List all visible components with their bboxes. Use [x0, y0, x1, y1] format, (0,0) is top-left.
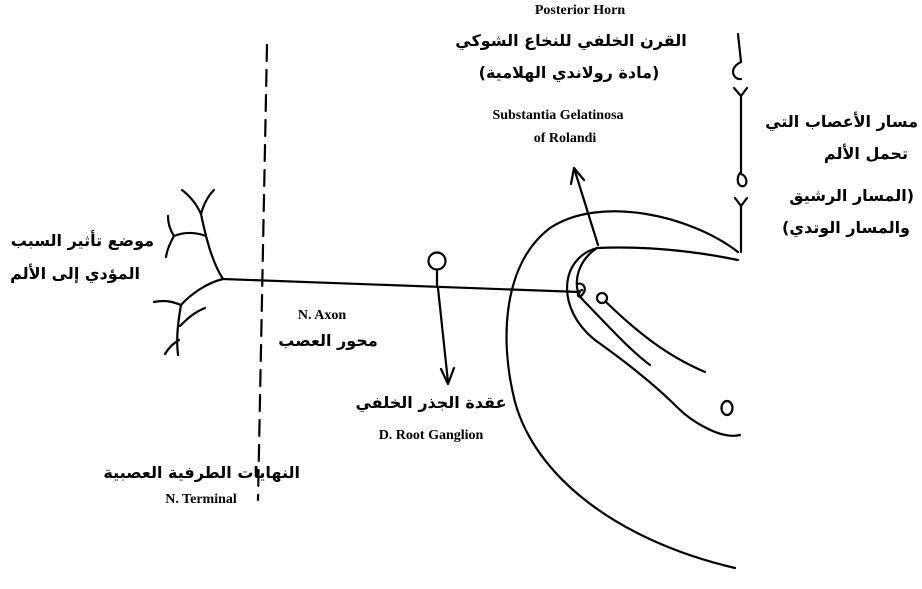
axon-en-label: N. Axon [282, 308, 362, 324]
posterior-horn-ar-label: القرن الخلفي للنخاع الشوكي [428, 32, 714, 50]
substantia-ar-label: (مادة رولاندي الهلامية) [432, 64, 706, 82]
terminal-ar-label: النهايات الطرفية العصبية [110, 464, 300, 482]
pain-path-ar-label-line4: والمسار الوتدي) [748, 219, 910, 237]
substantia-en-label-line2: of Rolandi [505, 131, 625, 147]
axon-ar-label: محور العصب [268, 332, 388, 350]
substantia-gelatinosa-cap [577, 248, 650, 365]
pain-site-ar-label-line1: موضع تأثير السبب [4, 232, 154, 250]
pain-site-ar-label-line2: المؤدي إلى الألم [10, 265, 140, 283]
terminal-en-label: N. Terminal [146, 492, 256, 508]
nerve-axon-line [223, 279, 580, 292]
ganglion-ar-label: عقدة الجذر الخلفي [348, 394, 514, 412]
ascending-pain-tract [733, 34, 747, 252]
substantia-en-label-line1: Substantia Gelatinosa [468, 108, 648, 124]
pain-path-ar-label-line3: (المسار الرشيق [748, 187, 914, 205]
pain-path-ar-label-line2: تحمل الألم [748, 145, 908, 163]
terminal-boundary-dashed-line [258, 45, 267, 500]
ganglion-en-label: D. Root Ganglion [355, 428, 507, 444]
substantia-arrow [574, 168, 598, 245]
nerve-terminal-branches [154, 190, 223, 355]
horn-neuron-lower [722, 401, 733, 415]
pain-path-ar-label-line1: مسار الأعصاب التي [748, 113, 918, 131]
ganglion-arrow [438, 288, 448, 382]
posterior-horn-en-label: Posterior Horn [500, 3, 660, 19]
ganglion-cell [429, 253, 446, 270]
spinal-cord-outline [507, 211, 738, 568]
